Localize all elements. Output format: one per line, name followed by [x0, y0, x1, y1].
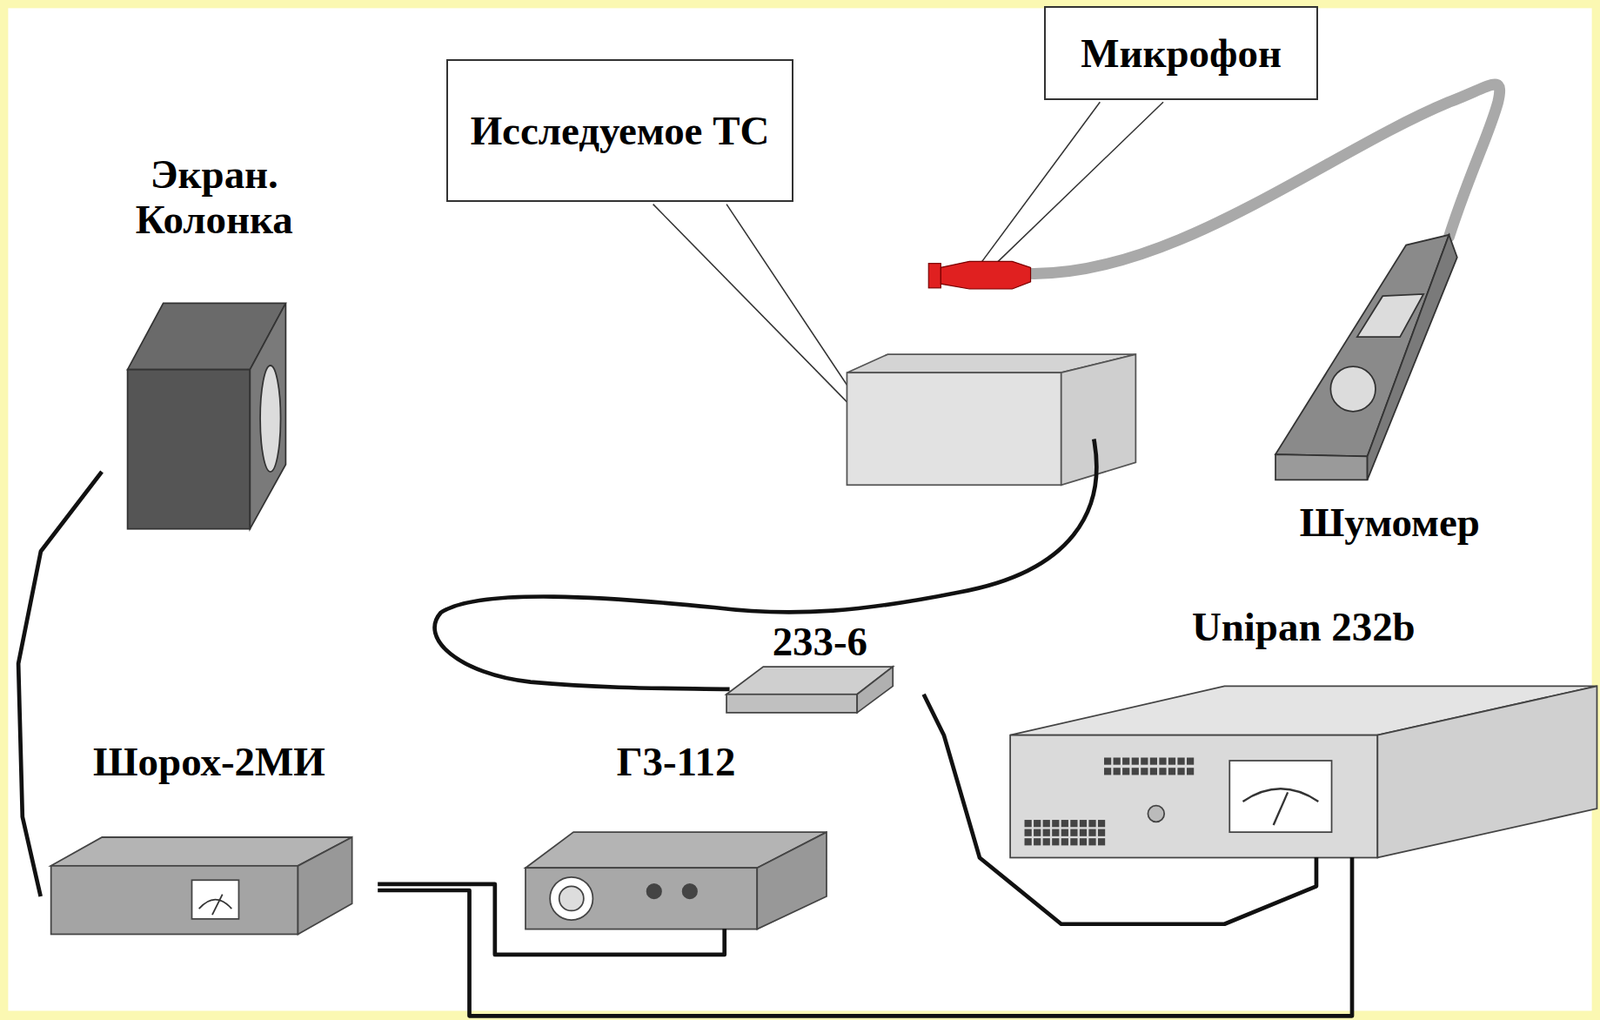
callout-box: Микрофон — [1044, 6, 1319, 101]
callout-box: Исследуемое ТС — [446, 59, 795, 202]
signal-cable — [435, 438, 1098, 689]
speaker-cabinet — [127, 302, 287, 529]
node-label: Unipan 232b — [999, 603, 1600, 650]
sound-level-meter — [1275, 234, 1458, 481]
node-label: Шорох-2МИ — [40, 738, 379, 785]
test-object-box — [846, 354, 1136, 485]
node-label: 233-6 — [716, 618, 924, 665]
cable — [377, 883, 725, 955]
node-label: Экран. Колонка — [101, 151, 328, 243]
noise-generator — [51, 836, 353, 934]
cable — [923, 694, 1317, 924]
microphone — [928, 261, 1031, 289]
generator-node: Шорох-2МИ — [40, 738, 379, 934]
node-label: Исследуемое ТС — [470, 107, 770, 154]
selective-voltmeter — [1010, 685, 1597, 857]
junction-box — [726, 666, 893, 713]
node-label: Микрофон — [1080, 30, 1282, 77]
node-label: Г3-112 — [515, 738, 837, 785]
speaker-node: Экран. Колонка — [101, 151, 328, 531]
audio-generator — [525, 831, 827, 929]
junction-node: 233-6 — [716, 618, 924, 715]
voltmeter-node: Unipan 232b — [999, 603, 1600, 857]
node-label: Шумомер — [1236, 499, 1543, 546]
white-ground — [7, 7, 1592, 1011]
cable — [377, 856, 1353, 1016]
meter-node: Шумомер — [1236, 226, 1543, 545]
generator-node: Г3-112 — [515, 738, 837, 929]
cable — [18, 471, 102, 897]
